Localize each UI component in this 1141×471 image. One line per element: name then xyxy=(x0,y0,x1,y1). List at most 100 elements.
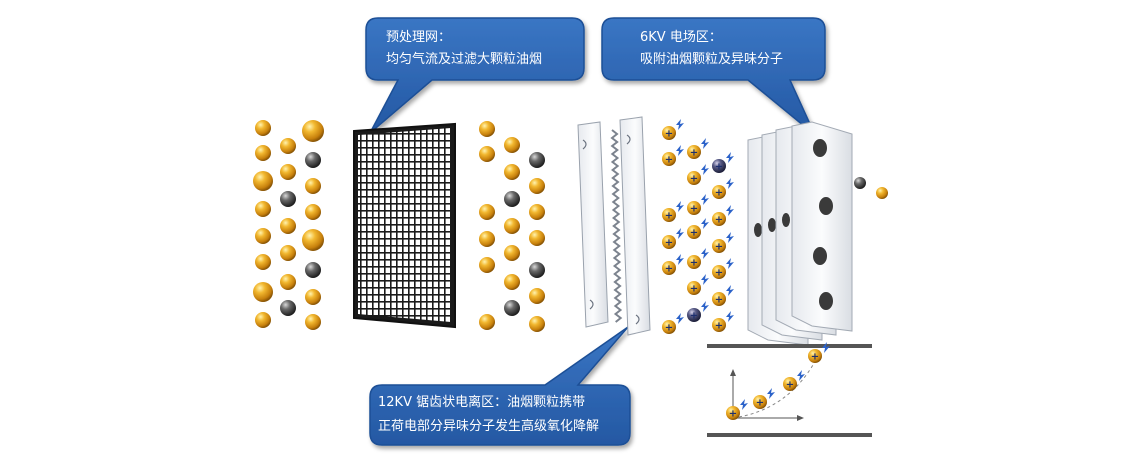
charged-particle: + xyxy=(687,301,709,322)
oil-particle xyxy=(255,312,271,328)
oil-particle xyxy=(305,314,321,330)
plus-sign: + xyxy=(665,238,673,249)
lightning-bolt-icon xyxy=(701,274,709,285)
bubble-6kv-field xyxy=(601,17,826,136)
pre-filter-title: 预处理网： xyxy=(386,30,452,45)
charged-particle: + xyxy=(753,388,775,409)
oil-particle xyxy=(255,228,271,244)
oil-particle xyxy=(302,120,324,142)
charged-particle: + xyxy=(783,370,805,391)
field-6kv-title: 6KV 电场区： xyxy=(640,30,722,45)
odor-molecule xyxy=(529,262,545,278)
oil-particle xyxy=(305,178,321,194)
oil-particle xyxy=(280,138,296,154)
charged-particle: + xyxy=(712,311,734,332)
oil-particle xyxy=(479,204,495,220)
charged-particle: + xyxy=(726,399,748,420)
collector-plates xyxy=(747,121,853,346)
oil-particle xyxy=(529,316,545,332)
lightning-bolt-icon xyxy=(701,194,709,205)
lightning-bolt-icon xyxy=(726,152,734,163)
charged-particle: + xyxy=(687,138,709,159)
charged-particle: + xyxy=(687,274,709,295)
plus-sign: + xyxy=(665,264,673,275)
plus-sign: + xyxy=(715,162,723,173)
oil-particle xyxy=(479,146,495,162)
plus-sign: + xyxy=(690,284,698,295)
plus-sign: + xyxy=(665,155,673,166)
odor-molecule xyxy=(504,300,520,316)
oil-particle xyxy=(529,178,545,194)
oil-particle xyxy=(504,164,520,180)
plus-sign: + xyxy=(729,409,737,420)
lightning-bolt-icon xyxy=(767,388,775,399)
charged-particle: + xyxy=(712,258,734,279)
particles-layer xyxy=(253,120,545,332)
plus-sign: + xyxy=(715,268,723,279)
oil-particle xyxy=(280,218,296,234)
exit-particles xyxy=(854,177,888,199)
plus-sign: + xyxy=(786,380,794,391)
lightning-bolt-icon xyxy=(701,138,709,149)
plus-sign: + xyxy=(690,204,698,215)
charged-particle: + xyxy=(662,119,684,140)
oil-particle xyxy=(504,245,520,261)
collector-plate xyxy=(791,121,853,332)
oil-particle xyxy=(253,171,273,191)
oil-particle xyxy=(876,187,888,199)
charged-particle: + xyxy=(712,152,734,173)
charged-particle: + xyxy=(687,248,709,269)
charged-particle: + xyxy=(712,205,734,226)
plus-sign: + xyxy=(715,188,723,199)
sawtooth-wire xyxy=(610,129,623,323)
inset-trajectory xyxy=(732,355,819,419)
charged-particle: + xyxy=(712,285,734,306)
charged-particle: + xyxy=(687,164,709,185)
lightning-bolt-icon xyxy=(740,399,748,410)
charged-particle: + xyxy=(662,201,684,222)
odor-molecule xyxy=(529,152,545,168)
oil-particle xyxy=(280,245,296,261)
oil-particle xyxy=(255,254,271,270)
oil-particle xyxy=(529,204,545,220)
lightning-bolt-icon xyxy=(726,205,734,216)
plus-sign: + xyxy=(756,398,764,409)
charged-particles-layer: ++++++++++++++++++++ xyxy=(662,119,734,334)
oil-particle xyxy=(504,218,520,234)
plus-sign: + xyxy=(665,323,673,334)
ionizer-12kv-line1: 12KV 锯齿状电离区：油烟颗粒携带 xyxy=(378,395,586,410)
charged-particle: + xyxy=(687,218,709,239)
oil-particle xyxy=(280,164,296,180)
lightning-bolt-icon xyxy=(676,145,684,156)
oil-particle xyxy=(529,230,545,246)
oil-particle xyxy=(280,274,296,290)
plus-sign: + xyxy=(715,321,723,332)
odor-molecule xyxy=(854,177,866,189)
plus-sign: + xyxy=(690,228,698,239)
odor-molecule xyxy=(280,191,296,207)
plus-sign: + xyxy=(811,352,819,363)
lightning-bolt-icon xyxy=(676,119,684,130)
lightning-bolt-icon xyxy=(701,218,709,229)
plus-sign: + xyxy=(715,295,723,306)
bubble-12kv-ionizer xyxy=(369,326,631,446)
oil-particle xyxy=(255,145,271,161)
charged-particle: + xyxy=(712,178,734,199)
oil-particle xyxy=(504,274,520,290)
odor-molecule xyxy=(504,191,520,207)
ionizer-plates xyxy=(577,116,651,336)
oil-particle xyxy=(479,121,495,137)
charged-particle: + xyxy=(712,232,734,253)
lightning-bolt-icon xyxy=(676,313,684,324)
charged-particle: + xyxy=(662,145,684,166)
lightning-bolt-icon xyxy=(797,370,805,381)
odor-molecule xyxy=(280,300,296,316)
lightning-bolt-icon xyxy=(726,232,734,243)
lightning-bolt-icon xyxy=(701,301,709,312)
field-6kv-desc: 吸附油烟颗粒及异味分子 xyxy=(640,52,784,67)
oil-particle xyxy=(302,229,324,251)
ionizer-12kv-line2: 正荷电部分异味分子发生高级氧化降解 xyxy=(378,419,600,434)
charged-particle: + xyxy=(808,342,830,363)
